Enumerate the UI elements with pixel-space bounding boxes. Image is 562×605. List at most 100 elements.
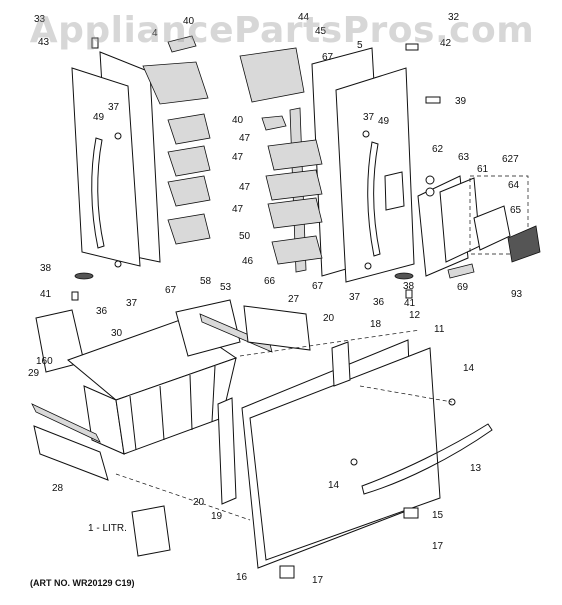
callout-c37a: 37 xyxy=(108,102,120,113)
left-bin-3 xyxy=(167,175,211,207)
drawer-slide-19 xyxy=(217,397,237,505)
freezer-door-handle xyxy=(361,423,493,495)
callout-c64: 64 xyxy=(508,180,520,191)
callout-c14b: 14 xyxy=(328,480,340,491)
callout-c42: 42 xyxy=(440,38,452,49)
callout-c40b: 40 xyxy=(232,115,244,126)
right-top-hinge xyxy=(425,96,441,104)
callout-c37b: 37 xyxy=(363,112,375,123)
callout-c67b: 67 xyxy=(312,281,324,292)
right-bin-cover xyxy=(261,115,287,131)
left-bin-4 xyxy=(167,213,211,245)
door-bracket-18 xyxy=(331,341,351,387)
left-door-bins xyxy=(142,35,211,245)
callout-c5: 5 xyxy=(357,40,363,51)
callout-c67c: 67 xyxy=(165,285,177,296)
right-door-panel xyxy=(335,67,415,283)
callout-c19: 19 xyxy=(211,511,223,522)
callout-c45: 45 xyxy=(315,26,327,37)
control-board xyxy=(473,205,511,251)
drawer-cover-28 xyxy=(33,425,109,481)
left-hinge-pin xyxy=(114,260,122,268)
ref-line-2 xyxy=(239,329,421,357)
callout-c58: 58 xyxy=(200,276,212,287)
callout-c47c: 47 xyxy=(239,182,251,193)
left-bin-2 xyxy=(167,145,211,177)
right-door-handle xyxy=(367,141,381,257)
callout-c61: 61 xyxy=(477,164,489,175)
callout-c50: 50 xyxy=(239,231,251,242)
right-door-assembly xyxy=(311,47,415,283)
callout-c41b: 41 xyxy=(404,298,416,309)
callout-c49b: 49 xyxy=(378,116,390,127)
dispenser-module xyxy=(417,175,541,279)
dispenser-cover xyxy=(507,225,541,263)
basket-rear xyxy=(175,299,241,357)
callout-c16: 16 xyxy=(236,572,248,583)
callout-c28: 28 xyxy=(52,483,64,494)
callout-c27: 27 xyxy=(288,294,300,305)
callout-c1litr: 1 - LITR. xyxy=(88,523,127,534)
drawer-frame-27 xyxy=(243,305,311,351)
right-door-bins xyxy=(239,47,323,273)
callout-c36a: 36 xyxy=(96,306,108,317)
callout-c47d: 47 xyxy=(232,204,244,215)
basket-wire-3 xyxy=(189,374,193,431)
callout-c4a: 4 xyxy=(152,28,158,39)
callout-c15: 15 xyxy=(432,510,444,521)
callout-c44: 44 xyxy=(298,12,310,23)
art-number: (ART NO. WR20129 C19) xyxy=(30,578,135,588)
drawer-slide-rail xyxy=(31,403,101,443)
callout-c43a: 43 xyxy=(38,37,50,48)
callout-c46: 46 xyxy=(242,256,254,267)
callout-c41a: 41 xyxy=(40,289,52,300)
left-bin-1 xyxy=(167,113,211,145)
right-lower-hinge xyxy=(394,272,414,280)
callout-c13: 13 xyxy=(470,463,482,474)
left-door-screw xyxy=(114,132,122,140)
callout-c627: 627 xyxy=(502,154,519,165)
basket-wire-2 xyxy=(159,385,165,441)
right-bin-2 xyxy=(265,169,323,201)
left-door-panel xyxy=(71,67,141,267)
callout-c36b: 36 xyxy=(373,297,385,308)
callout-c20a: 20 xyxy=(323,313,335,324)
callout-c32: 32 xyxy=(448,12,460,23)
right-bin-4 xyxy=(271,235,323,265)
right-top-hinge-cover xyxy=(405,43,419,51)
left-bin-cover xyxy=(167,35,197,53)
left-door-assembly xyxy=(71,51,161,268)
callout-c63: 63 xyxy=(458,152,470,163)
left-bin-top xyxy=(142,61,209,105)
freezer-door-panel xyxy=(249,347,441,561)
right-bin-1 xyxy=(267,139,323,171)
callout-c37d: 37 xyxy=(349,292,361,303)
right-hinge-bushing xyxy=(405,289,413,299)
left-hinge-bushing xyxy=(71,291,79,301)
callout-c160: 160 xyxy=(36,356,53,367)
freezer-door-assembly xyxy=(217,339,493,579)
reference-lines xyxy=(115,329,453,521)
callout-c53: 53 xyxy=(220,282,232,293)
right-door-screw xyxy=(362,130,370,138)
dispenser-recess xyxy=(384,171,405,211)
callout-c17a: 17 xyxy=(432,541,444,552)
callout-c18: 18 xyxy=(370,319,382,330)
callout-c37c: 37 xyxy=(126,298,138,309)
kit-627-boundary xyxy=(469,175,529,255)
callout-c93: 93 xyxy=(511,289,523,300)
left-top-hinge-screw xyxy=(91,37,99,49)
hinge-hardware xyxy=(71,37,441,301)
leveler-foot-16 xyxy=(279,565,295,579)
dispenser-switch-2 xyxy=(425,187,435,197)
callout-c40a: 40 xyxy=(183,16,195,27)
callout-c65: 65 xyxy=(510,205,522,216)
callout-c14a: 14 xyxy=(463,363,475,374)
ref-line-3 xyxy=(359,385,453,403)
callout-c20b: 20 xyxy=(193,497,205,508)
callout-c66: 66 xyxy=(264,276,276,287)
callout-c38a: 38 xyxy=(40,263,52,274)
dispenser-drip-tray xyxy=(447,263,475,279)
right-hinge-pin xyxy=(364,262,372,270)
